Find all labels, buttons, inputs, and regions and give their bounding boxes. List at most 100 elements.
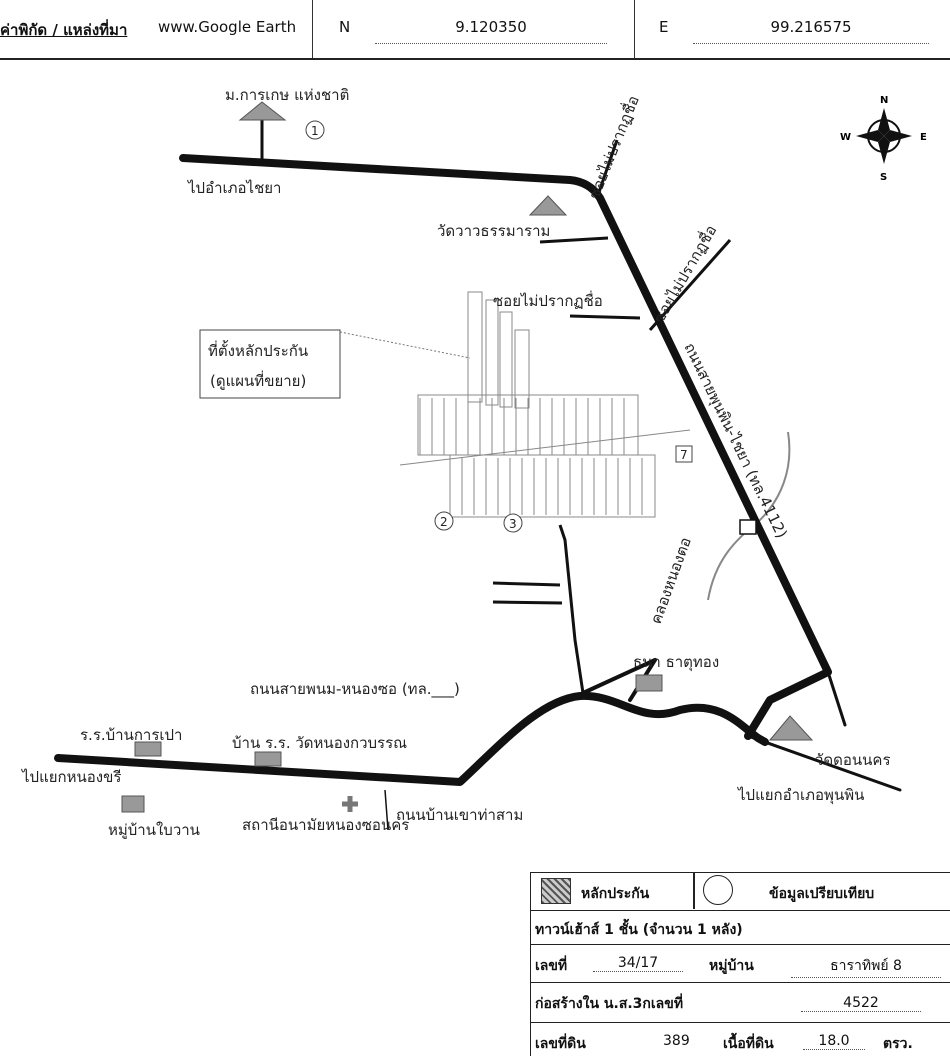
- latitude-value: 9.120350: [375, 18, 607, 44]
- coordinate-source: www.Google Earth: [158, 18, 297, 36]
- road-to-punpin: [746, 734, 902, 792]
- compass-north: N: [880, 95, 888, 106]
- legend-compare: ข้อมูลเปรียบเทียบ: [769, 886, 875, 902]
- longitude-cell: E 99.216575: [634, 0, 950, 58]
- label-soi-unnamed-2: ซอยไม่ปรากฏชื่อ: [493, 290, 603, 310]
- location-map: ที่ตั้งหลักประกัน (ดูแผนที่ขยาย) 1 2 3 7…: [21, 86, 927, 839]
- side-road-west: [492, 581, 563, 605]
- side-road-health: [384, 789, 389, 831]
- longitude-label: E: [659, 18, 669, 36]
- latitude-cell: N 9.120350: [312, 0, 634, 58]
- plot-block: [499, 311, 513, 408]
- label-road-3: ถนนบ้านเขาท่าสาม: [396, 806, 523, 824]
- agri-office-icon: [238, 101, 287, 121]
- compass-west: W: [840, 132, 851, 143]
- legend-collateral: หลักประกัน: [581, 886, 650, 902]
- label-main-road: ถนนสายพุนพิน-ไชยา (ทล.4112): [680, 340, 791, 542]
- village-value: ธาราทิพย์ 8: [791, 955, 941, 978]
- label-bank: ธนา ธาตุทอง: [633, 653, 719, 672]
- subject-label-1: ที่ตั้งหลักประกัน: [208, 340, 308, 360]
- coordinate-source-label: ค่าพิกัด / แหล่งที่มา: [0, 21, 128, 39]
- longitude-value: 99.216575: [693, 18, 929, 44]
- side-road-soi-1: [596, 139, 619, 196]
- land-no-label: เลขที่ดิน: [535, 1036, 586, 1052]
- marker-7: [675, 445, 693, 463]
- plot-block: [514, 329, 530, 409]
- collateral-hatch-swatch: [541, 878, 571, 904]
- marker-3: [503, 513, 523, 533]
- village-label: หมู่บ้าน: [709, 958, 754, 974]
- landmark-icons: [121, 101, 814, 813]
- house-description: ทาวน์เฮ้าส์ 1 ชั้น (จำนวน 1 หลัง): [535, 922, 743, 938]
- subject-leader-line: [339, 331, 471, 359]
- label-canal: คลองหนองตอ: [647, 535, 695, 626]
- land-row: เลขที่ดิน 389 เนื้อที่ดิน 18.0 ตรว.: [531, 1023, 950, 1057]
- school-icon: [134, 741, 162, 757]
- road-network: [54, 154, 902, 792]
- road-chaiya-punpin: [179, 154, 832, 740]
- plot-lines: [461, 458, 643, 515]
- plot-road: [399, 429, 691, 466]
- label-to-nongkhiri: ไปแยกหนองขรี: [21, 768, 121, 786]
- compass-rose-icon: N S W E: [840, 95, 927, 183]
- temple-icon: [768, 715, 814, 741]
- marker-7-label: 7: [680, 448, 688, 462]
- compare-circle-icon: [703, 875, 733, 905]
- side-road-soi-2: [569, 314, 641, 320]
- road-side-east: [826, 670, 847, 727]
- plot-lines: [419, 398, 625, 455]
- land-area-unit: ตรว.: [883, 1036, 913, 1052]
- title-deed-row: ก่อสร้างใน น.ส.3กเลขที่ 4522: [531, 983, 950, 1023]
- road-nongkhiri: [54, 691, 769, 786]
- label-soi-unnamed-3: ซอยไม่ปรากฏชื่อ: [648, 221, 720, 326]
- legend-row: หลักประกัน ข้อมูลเปรียบเทียบ: [531, 873, 950, 911]
- village-icon: [121, 795, 145, 813]
- label-village: หมู่บ้านใบวาน: [108, 821, 200, 839]
- latitude-label: N: [339, 18, 351, 36]
- label-school-1: ร.ร.บ้านการเปา: [80, 726, 182, 744]
- canal-line: [707, 431, 791, 601]
- canal-bridge-icon: [739, 519, 757, 535]
- subject-callout-box: [199, 329, 341, 399]
- coordinate-header: ค่าพิกัด / แหล่งที่มา www.Google Earth N…: [0, 0, 950, 60]
- health-station-icon: [342, 796, 358, 812]
- land-area-value: 18.0: [803, 1033, 865, 1050]
- label-agri-office: ม.การเกษ แห่งชาติ: [225, 86, 349, 104]
- label-temple-2: วัดดอนนคร: [815, 751, 891, 769]
- marker-1-label: 1: [311, 124, 319, 138]
- house-no-value: 34/17: [593, 955, 683, 972]
- label-to-punpin: ไปแยกอำเภอพุนพิน: [737, 786, 864, 805]
- label-health-station: สถานีอนามัยหนองซอนคร: [242, 816, 409, 834]
- title-deed-value: 4522: [801, 995, 921, 1012]
- compass-east: E: [920, 132, 927, 143]
- label-school-2: บ้าน ร.ร. วัดหนองกวบรรณ: [232, 734, 407, 752]
- marker-2: [434, 511, 454, 531]
- plot-block: [449, 454, 656, 518]
- house-no-row: เลขที่ 34/17 หมู่บ้าน ธาราทิพย์ 8: [531, 945, 950, 983]
- subject-label-2: (ดูแผนที่ขยาย): [210, 370, 306, 390]
- label-to-chaiya: ไปอำเภอไชยา: [187, 179, 281, 197]
- label-soi-unnamed-1: ซอยไม่ปรากฏชื่อ: [583, 92, 643, 201]
- house-no-label: เลขที่: [535, 958, 568, 974]
- side-road-temple: [539, 236, 609, 244]
- plot-block: [467, 291, 483, 403]
- side-road-south: [558, 524, 585, 694]
- side-road-soi-3: [648, 239, 732, 331]
- marker-3-label: 3: [509, 517, 517, 531]
- compass-south: S: [880, 172, 887, 183]
- land-area-label: เนื้อที่ดิน: [723, 1036, 774, 1052]
- house-desc-row: ทาวน์เฮ้าส์ 1 ชั้น (จำนวน 1 หลัง): [531, 911, 950, 945]
- temple-icon: [528, 195, 568, 216]
- school-icon: [254, 751, 282, 767]
- collateral-info-table: หลักประกัน ข้อมูลเปรียบเทียบ ทาวน์เฮ้าส์…: [530, 872, 950, 1056]
- marker-2-label: 2: [440, 515, 448, 529]
- title-deed-label: ก่อสร้างใน น.ส.3กเลขที่: [535, 996, 684, 1012]
- village-plots: [399, 291, 691, 518]
- bank-icon: [635, 674, 663, 692]
- land-no-value: 389: [663, 1033, 690, 1049]
- side-roads: [260, 118, 732, 831]
- label-road-2: ถนนสายพนม-หนองซอ (ทล.___): [250, 680, 460, 699]
- marker-1: [305, 120, 325, 140]
- label-temple-1: วัดวาวธรรมาราม: [437, 222, 550, 240]
- plot-block: [485, 299, 499, 406]
